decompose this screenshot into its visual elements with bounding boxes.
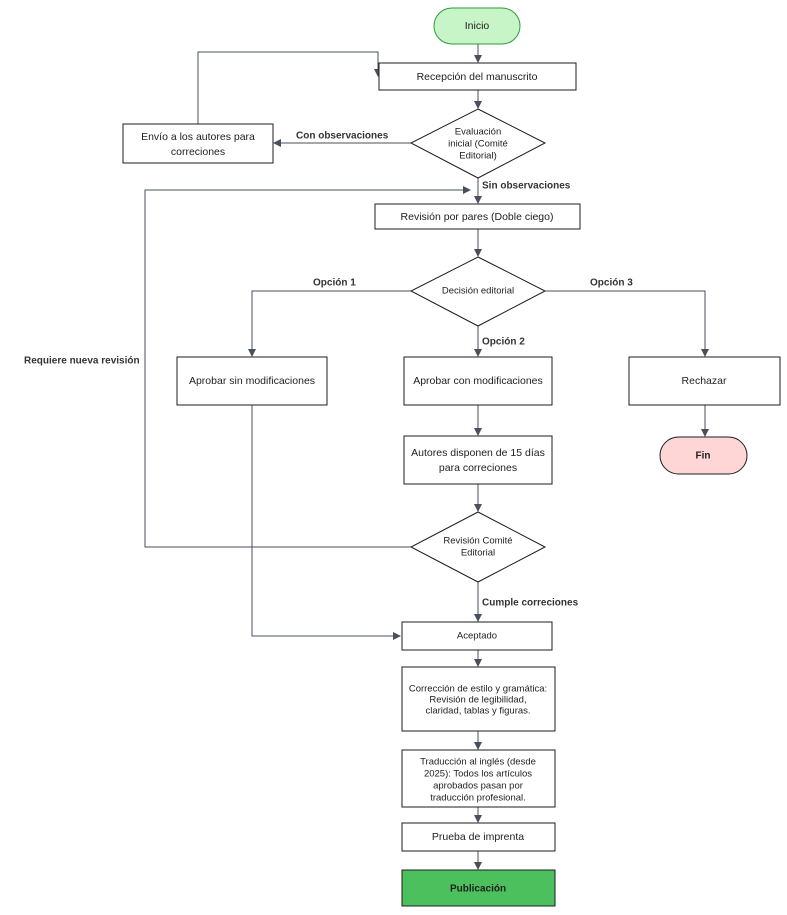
label-opcion-2: Opción 2 bbox=[482, 337, 525, 348]
aprobar-con-label: Aprobar con modificaciones bbox=[413, 375, 543, 387]
autores-label-line1: Autores disponen de 15 días bbox=[411, 447, 545, 459]
node-rechazar: Rechazar bbox=[628, 356, 781, 406]
aceptado-label: Aceptado bbox=[457, 631, 497, 642]
node-revision-comite: Revisión Comité Editorial bbox=[409, 511, 547, 583]
traduccion-label-line3: aprobados pasan por bbox=[433, 781, 523, 792]
node-autores: Autores disponen de 15 días para correci… bbox=[403, 435, 553, 485]
recepcion-label: Recepción del manuscrito bbox=[417, 71, 538, 83]
traduccion-label-line2: 2025): Todos los artículos bbox=[424, 769, 532, 780]
autores-label-line2: para correciones bbox=[439, 462, 517, 474]
evaluacion-label-line3: Editorial) bbox=[459, 151, 497, 162]
node-correccion: Corrección de estilo y gramática: Revisi… bbox=[401, 666, 556, 732]
correccion-box bbox=[401, 666, 556, 732]
label-cumple-correciones: Cumple correciones bbox=[482, 598, 579, 609]
revision-pares-label: Revisión por pares (Doble ciego) bbox=[401, 211, 554, 223]
traduccion-label-line4: traducción profesional. bbox=[430, 793, 526, 804]
aprobar-sin-box bbox=[176, 356, 328, 406]
arrow-aprobar-sin-aceptado bbox=[251, 405, 401, 640]
decision-label: Decisión editorial bbox=[442, 286, 514, 297]
recepcion-box bbox=[378, 62, 577, 91]
node-fin: Fin bbox=[659, 436, 748, 475]
rechazar-label: Rechazar bbox=[682, 375, 727, 387]
edge-labels: Con observaciones Sin observaciones Opci… bbox=[24, 131, 633, 609]
node-recepcion: Recepción del manuscrito bbox=[378, 62, 577, 91]
node-publicacion: Publicación bbox=[401, 869, 556, 907]
traduccion-label-line1: Traducción al inglés (desde bbox=[420, 757, 536, 768]
arrow-decision-aprobar-sin bbox=[248, 290, 412, 357]
node-prueba: Prueba de imprenta bbox=[401, 822, 556, 852]
arrow-envio-recepcion bbox=[197, 51, 382, 124]
correccion-label-line2: Revisión de legibilidad, bbox=[429, 695, 526, 706]
envio-label-line1: Envío a los autores para bbox=[141, 131, 255, 143]
prueba-label: Prueba de imprenta bbox=[432, 831, 524, 843]
prueba-box bbox=[401, 822, 556, 852]
correccion-label-line3: claridad, tablas y figuras. bbox=[425, 706, 530, 717]
node-inicio: Inicio bbox=[433, 7, 521, 45]
label-opcion-1: Opción 1 bbox=[313, 278, 356, 289]
traduccion-box bbox=[401, 749, 556, 808]
rechazar-box bbox=[628, 356, 781, 406]
label-requiere-nueva-revision: Requiere nueva revisión bbox=[24, 356, 140, 367]
arrow-decision-rechazar bbox=[545, 290, 709, 357]
envio-box bbox=[122, 123, 274, 164]
node-decision: Decisión editorial bbox=[409, 256, 547, 327]
node-aprobar-sin: Aprobar sin modificaciones bbox=[176, 356, 328, 406]
node-envio: Envío a los autores para correciones bbox=[122, 123, 274, 164]
aprobar-con-box bbox=[403, 356, 553, 406]
label-opcion-3: Opción 3 bbox=[590, 278, 633, 289]
connectors bbox=[144, 44, 709, 870]
revision-comite-label-line2: Editorial bbox=[461, 548, 495, 559]
arrow-revision-comite-loop bbox=[144, 186, 471, 548]
node-evaluacion: Evaluación inicial (Comité Editorial) bbox=[409, 108, 547, 179]
envio-label-line2: correciones bbox=[171, 146, 225, 158]
revision-comite-label-line1: Revisión Comité bbox=[443, 536, 512, 547]
inicio-label: Inicio bbox=[465, 20, 490, 32]
publicacion-box bbox=[401, 869, 556, 907]
aceptado-box bbox=[401, 621, 553, 651]
autores-box bbox=[403, 435, 553, 485]
fin-label: Fin bbox=[696, 451, 711, 462]
node-aceptado: Aceptado bbox=[401, 621, 553, 651]
revision-pares-box bbox=[374, 203, 581, 230]
evaluacion-label-line1: Evaluación bbox=[455, 127, 501, 138]
end-terminal bbox=[659, 436, 748, 475]
node-revision-pares: Revisión por pares (Doble ciego) bbox=[374, 203, 581, 230]
start-terminal bbox=[433, 7, 521, 45]
decision-diamond bbox=[409, 256, 547, 327]
label-sin-observaciones: Sin observaciones bbox=[482, 181, 571, 192]
correccion-label-line1: Corrección de estilo y gramática: bbox=[409, 684, 547, 695]
evaluacion-diamond bbox=[409, 108, 547, 179]
label-con-observaciones: Con observaciones bbox=[296, 131, 389, 142]
publicacion-label: Publicación bbox=[450, 884, 506, 895]
aprobar-sin-label: Aprobar sin modificaciones bbox=[189, 375, 315, 387]
evaluacion-label-line2: inicial (Comité bbox=[448, 139, 508, 150]
revision-comite-diamond bbox=[409, 511, 547, 583]
node-traduccion: Traducción al inglés (desde 2025): Todos… bbox=[401, 749, 556, 808]
node-aprobar-con: Aprobar con modificaciones bbox=[403, 356, 553, 406]
